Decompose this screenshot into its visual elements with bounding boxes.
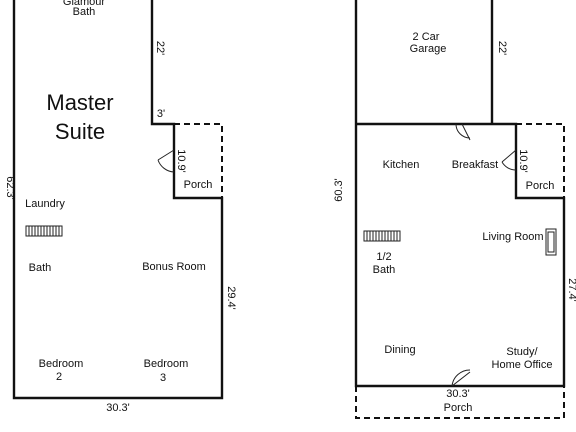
main-front-porch-label: Porch (444, 402, 473, 414)
fireplace-icon (545, 228, 557, 256)
main-side-porch-label: Porch (526, 180, 555, 192)
upper-bottom-dimension: 30.3' (106, 402, 130, 414)
main-right-dimension: 27.4' (566, 278, 576, 302)
bedroom-3-label-2: 3 (160, 372, 166, 384)
study-label-2: Home Office (492, 359, 553, 371)
breakfast-label: Breakfast (452, 159, 498, 171)
main-floor-plan: 2 Car Garage Kitchen Breakfast Porch Liv… (333, 0, 576, 419)
main-left-dimension: 60.3' (333, 178, 345, 202)
living-room-label: Living Room (482, 231, 543, 243)
upper-floor-outline (12, 0, 224, 400)
bonus-room-label: Bonus Room (142, 261, 206, 273)
upper-porch-dimension: 10.9' (175, 149, 187, 173)
upper-porch-door-swing-icon (157, 149, 175, 173)
upper-floor-plan: Glamour Bath Master Suite Laundry Bath B… (4, 0, 237, 414)
main-floor-outline (354, 0, 566, 388)
main-side-porch-dashed-edge (516, 123, 565, 198)
bedroom-3-label-1: Bedroom (144, 358, 189, 370)
fireplace-inner-icon (547, 231, 555, 253)
upper-stair-icon (25, 225, 63, 237)
garage-label-1: 2 Car (413, 31, 440, 43)
upper-porch-dashed-edge (174, 123, 223, 198)
garage-label-2: Garage (410, 43, 447, 55)
main-stair-icon (363, 230, 401, 242)
dining-label: Dining (384, 344, 415, 356)
main-front-porch-dashed-edge (355, 386, 565, 419)
main-side-porch-door-swing-icon (501, 149, 517, 171)
upper-porch-label: Porch (184, 179, 213, 191)
half-bath-label-2: Bath (373, 264, 396, 276)
upper-notch-vertical-dimension: 22' (154, 41, 166, 55)
main-front-dimension: 30.3' (446, 388, 470, 400)
master-suite-label-2: Suite (55, 119, 105, 144)
half-bath-label-1: 1/2 (376, 251, 391, 263)
upper-right-dimension: 29.4' (225, 286, 237, 310)
main-porch-dimension: 10.9' (517, 149, 529, 173)
bedroom-2-label-2: 2 (56, 371, 62, 383)
master-suite-label-1: Master (46, 90, 113, 115)
garage-door-swing-icon (455, 123, 471, 141)
upper-bath-label: Bath (29, 262, 52, 274)
kitchen-label: Kitchen (383, 159, 420, 171)
front-door-swing-icon (451, 369, 471, 387)
bedroom-2-label-1: Bedroom (39, 358, 84, 370)
laundry-label: Laundry (25, 198, 65, 210)
glamour-bath-label-2: Bath (73, 6, 96, 18)
upper-left-dimension: 62.3' (4, 176, 16, 200)
garage-dimension: 22' (496, 41, 508, 55)
upper-notch-horizontal-dimension: 3' (157, 108, 165, 120)
study-label-1: Study/ (506, 346, 538, 358)
glamour-bath-label-1: Glamour (63, 0, 106, 8)
